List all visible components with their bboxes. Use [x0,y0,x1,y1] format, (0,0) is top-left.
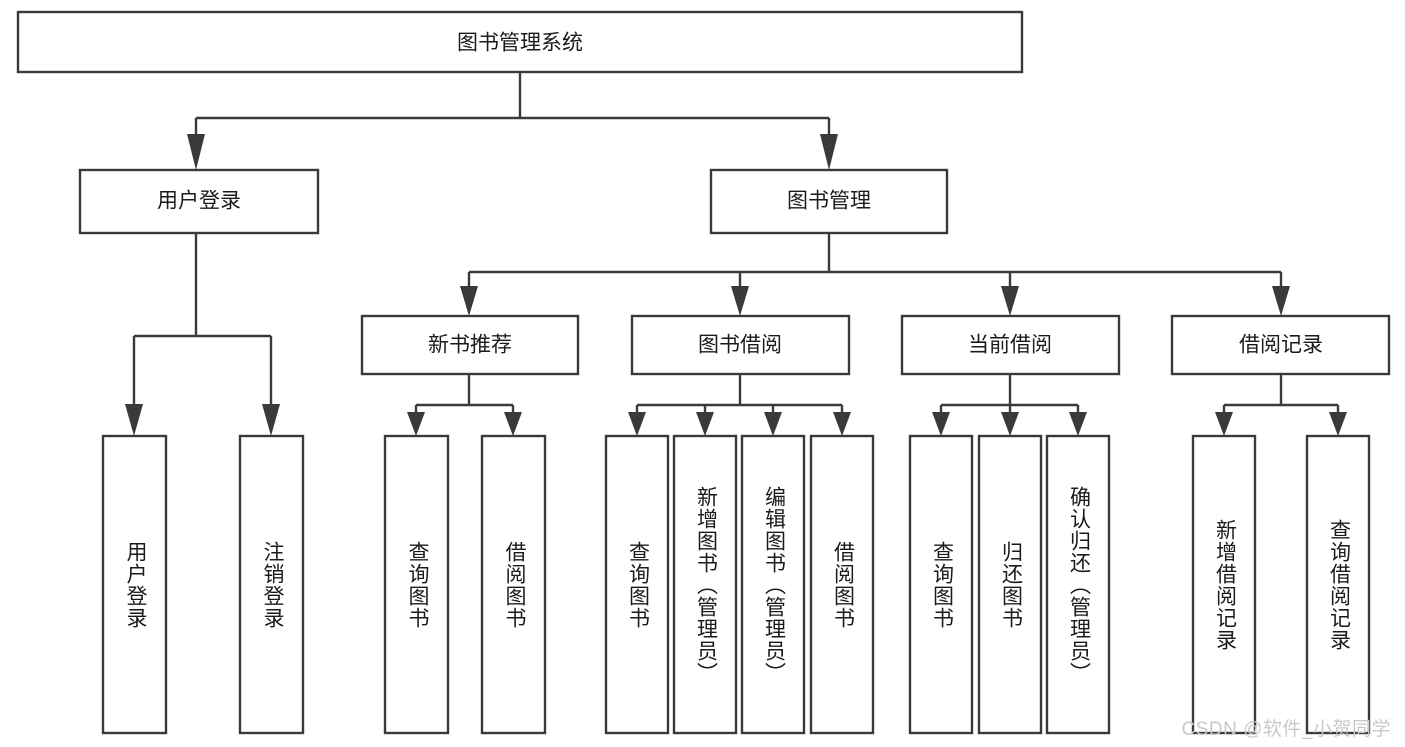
leaf-box-logout[interactable] [238,434,305,735]
arrow-borrow-leaf-1 [628,412,646,436]
watermark-text: CSDN @软件_小贺同学 [1181,719,1391,740]
arrow-current-leaf-3 [1069,412,1087,436]
node-book-borrow-label: 图书借阅 [698,334,782,357]
leaf-box-borrow-query-book[interactable] [604,434,670,735]
arrow-borrow-leaf-3 [764,412,782,436]
leaf-box-record-query[interactable] [1305,434,1371,735]
arrow-to-book-manage [820,134,838,170]
arrow-to-book-borrow [731,286,749,316]
node-book-manage-label: 图书管理 [787,190,871,213]
node-book-manage[interactable] [709,168,949,235]
leaf-box-borrow-edit-book[interactable] [740,434,806,735]
leaf-box-record-add[interactable] [1191,434,1257,735]
arrow-borrow-leaf-2 [696,412,714,436]
arrow-to-borrow-record [1272,286,1290,316]
leaf-box-borrow-add-book[interactable] [672,434,738,735]
node-layer: 图书管理系统 用户登录 图书管理 新书推荐 图书借阅 当前借阅 借阅记录 [16,10,1391,735]
node-user-login-label: 用户登录 [157,190,241,213]
node-new-book-recommend-label: 新书推荐 [428,334,512,357]
node-new-book-recommend[interactable] [360,314,580,376]
node-book-borrow[interactable] [630,314,851,376]
arrow-to-current-borrow [1001,286,1019,316]
node-user-login[interactable] [78,168,320,235]
leaf-box-recommend-borrow-book[interactable] [480,434,547,735]
leaf-box-current-query-book[interactable] [908,434,974,735]
arrow-record-leaf-1 [1215,412,1233,436]
arrow-to-leaf-logout [262,404,280,436]
arrow-recommend-leaf-1 [407,412,425,436]
leaf-box-current-return-book[interactable] [977,434,1043,735]
arrow-to-new-book-recommend [460,286,478,316]
leaf-box-current-confirm-return[interactable] [1045,434,1111,735]
node-current-borrow-label: 当前借阅 [968,334,1052,357]
arrow-recommend-leaf-2 [504,412,522,436]
arrow-current-leaf-1 [932,412,950,436]
node-borrow-record[interactable] [1170,314,1391,376]
node-root[interactable] [16,10,1024,74]
arrow-to-user-login [187,134,205,170]
arrow-record-leaf-2 [1329,412,1347,436]
node-root-label: 图书管理系统 [457,32,583,55]
arrow-current-leaf-2 [1001,412,1019,436]
leaf-box-user-login[interactable] [101,434,168,735]
node-current-borrow[interactable] [900,314,1121,376]
leaf-box-borrow-lend-book[interactable] [809,434,875,735]
connector-layer [125,72,1347,436]
arrow-to-leaf-user-login [125,404,143,436]
leaf-box-recommend-query-book[interactable] [383,434,450,735]
node-borrow-record-label: 借阅记录 [1239,334,1323,357]
arrow-borrow-leaf-4 [833,412,851,436]
